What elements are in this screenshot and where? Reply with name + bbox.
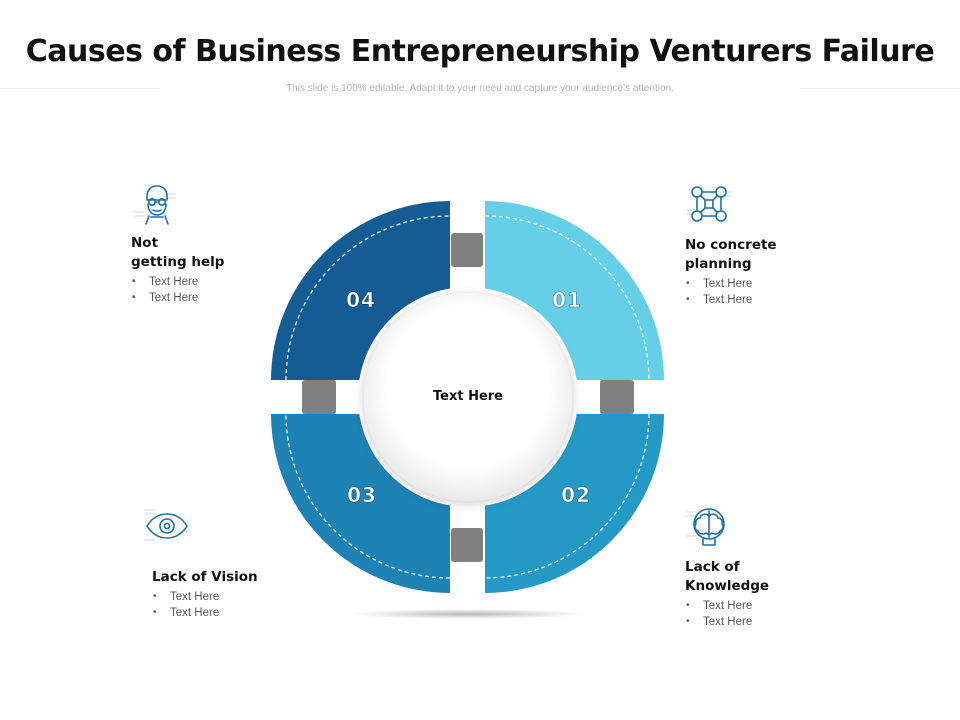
segment-number-03: 03 bbox=[347, 483, 377, 507]
person-icon bbox=[134, 185, 176, 225]
callout-heading: Lack of Knowledge bbox=[685, 559, 770, 594]
callout-no-concrete-planning: No concrete planning Text Here Text Here bbox=[685, 180, 777, 308]
segment-number-01: 01 bbox=[552, 288, 582, 312]
bullet-item: Text Here bbox=[131, 274, 224, 290]
bullet-item: Text Here bbox=[152, 589, 258, 605]
bullet-list: Text Here Text Here bbox=[131, 274, 224, 306]
segment-number-02: 02 bbox=[561, 483, 591, 507]
callout-lack-of-vision: Lack of Vision Text Here Text Here bbox=[143, 502, 258, 621]
bullet-list: Text Here Text Here bbox=[685, 598, 769, 630]
subtitle-rule-left bbox=[0, 88, 160, 89]
slide-subtitle: This slide is 100% editable. Adapt it to… bbox=[286, 83, 674, 94]
connector-left bbox=[302, 380, 336, 414]
network-icon bbox=[686, 186, 732, 222]
bullet-item: Text Here bbox=[685, 276, 777, 292]
bullet-list: Text Here Text Here bbox=[152, 589, 258, 621]
bullet-item: Text Here bbox=[131, 290, 224, 306]
callout-heading: Lack of Vision bbox=[152, 569, 258, 585]
segment-number-04: 04 bbox=[346, 288, 376, 312]
callout-heading: No concrete planning bbox=[685, 237, 777, 272]
connector-right bbox=[600, 380, 634, 414]
callout-not-getting-help: Not getting help Text Here Text Here bbox=[131, 180, 224, 306]
dashed-arc-01 bbox=[484, 215, 650, 381]
bullet-item: Text Here bbox=[685, 598, 769, 614]
callout-heading: Not getting help bbox=[131, 235, 225, 270]
bullet-list: Text Here Text Here bbox=[685, 276, 777, 308]
connector-bottom bbox=[451, 528, 483, 562]
bullet-item: Text Here bbox=[685, 614, 769, 630]
ground-shadow bbox=[349, 609, 585, 619]
center-circle bbox=[364, 293, 572, 501]
callout-lack-of-knowledge: Lack of Knowledge Text Here Text Here bbox=[685, 502, 769, 630]
dashed-arc-04 bbox=[285, 215, 451, 381]
dashed-arc-02 bbox=[484, 413, 650, 579]
slide-title: Causes of Business Entrepreneurship Vent… bbox=[25, 34, 935, 69]
connector-top bbox=[451, 233, 483, 267]
subtitle-rule-right bbox=[800, 88, 960, 89]
eye-icon bbox=[144, 509, 188, 541]
center-label: Text Here bbox=[432, 389, 503, 404]
bullet-item: Text Here bbox=[685, 292, 777, 308]
bullet-item: Text Here bbox=[152, 605, 258, 621]
brain-icon bbox=[686, 508, 725, 546]
dashed-arc-03 bbox=[285, 413, 451, 579]
